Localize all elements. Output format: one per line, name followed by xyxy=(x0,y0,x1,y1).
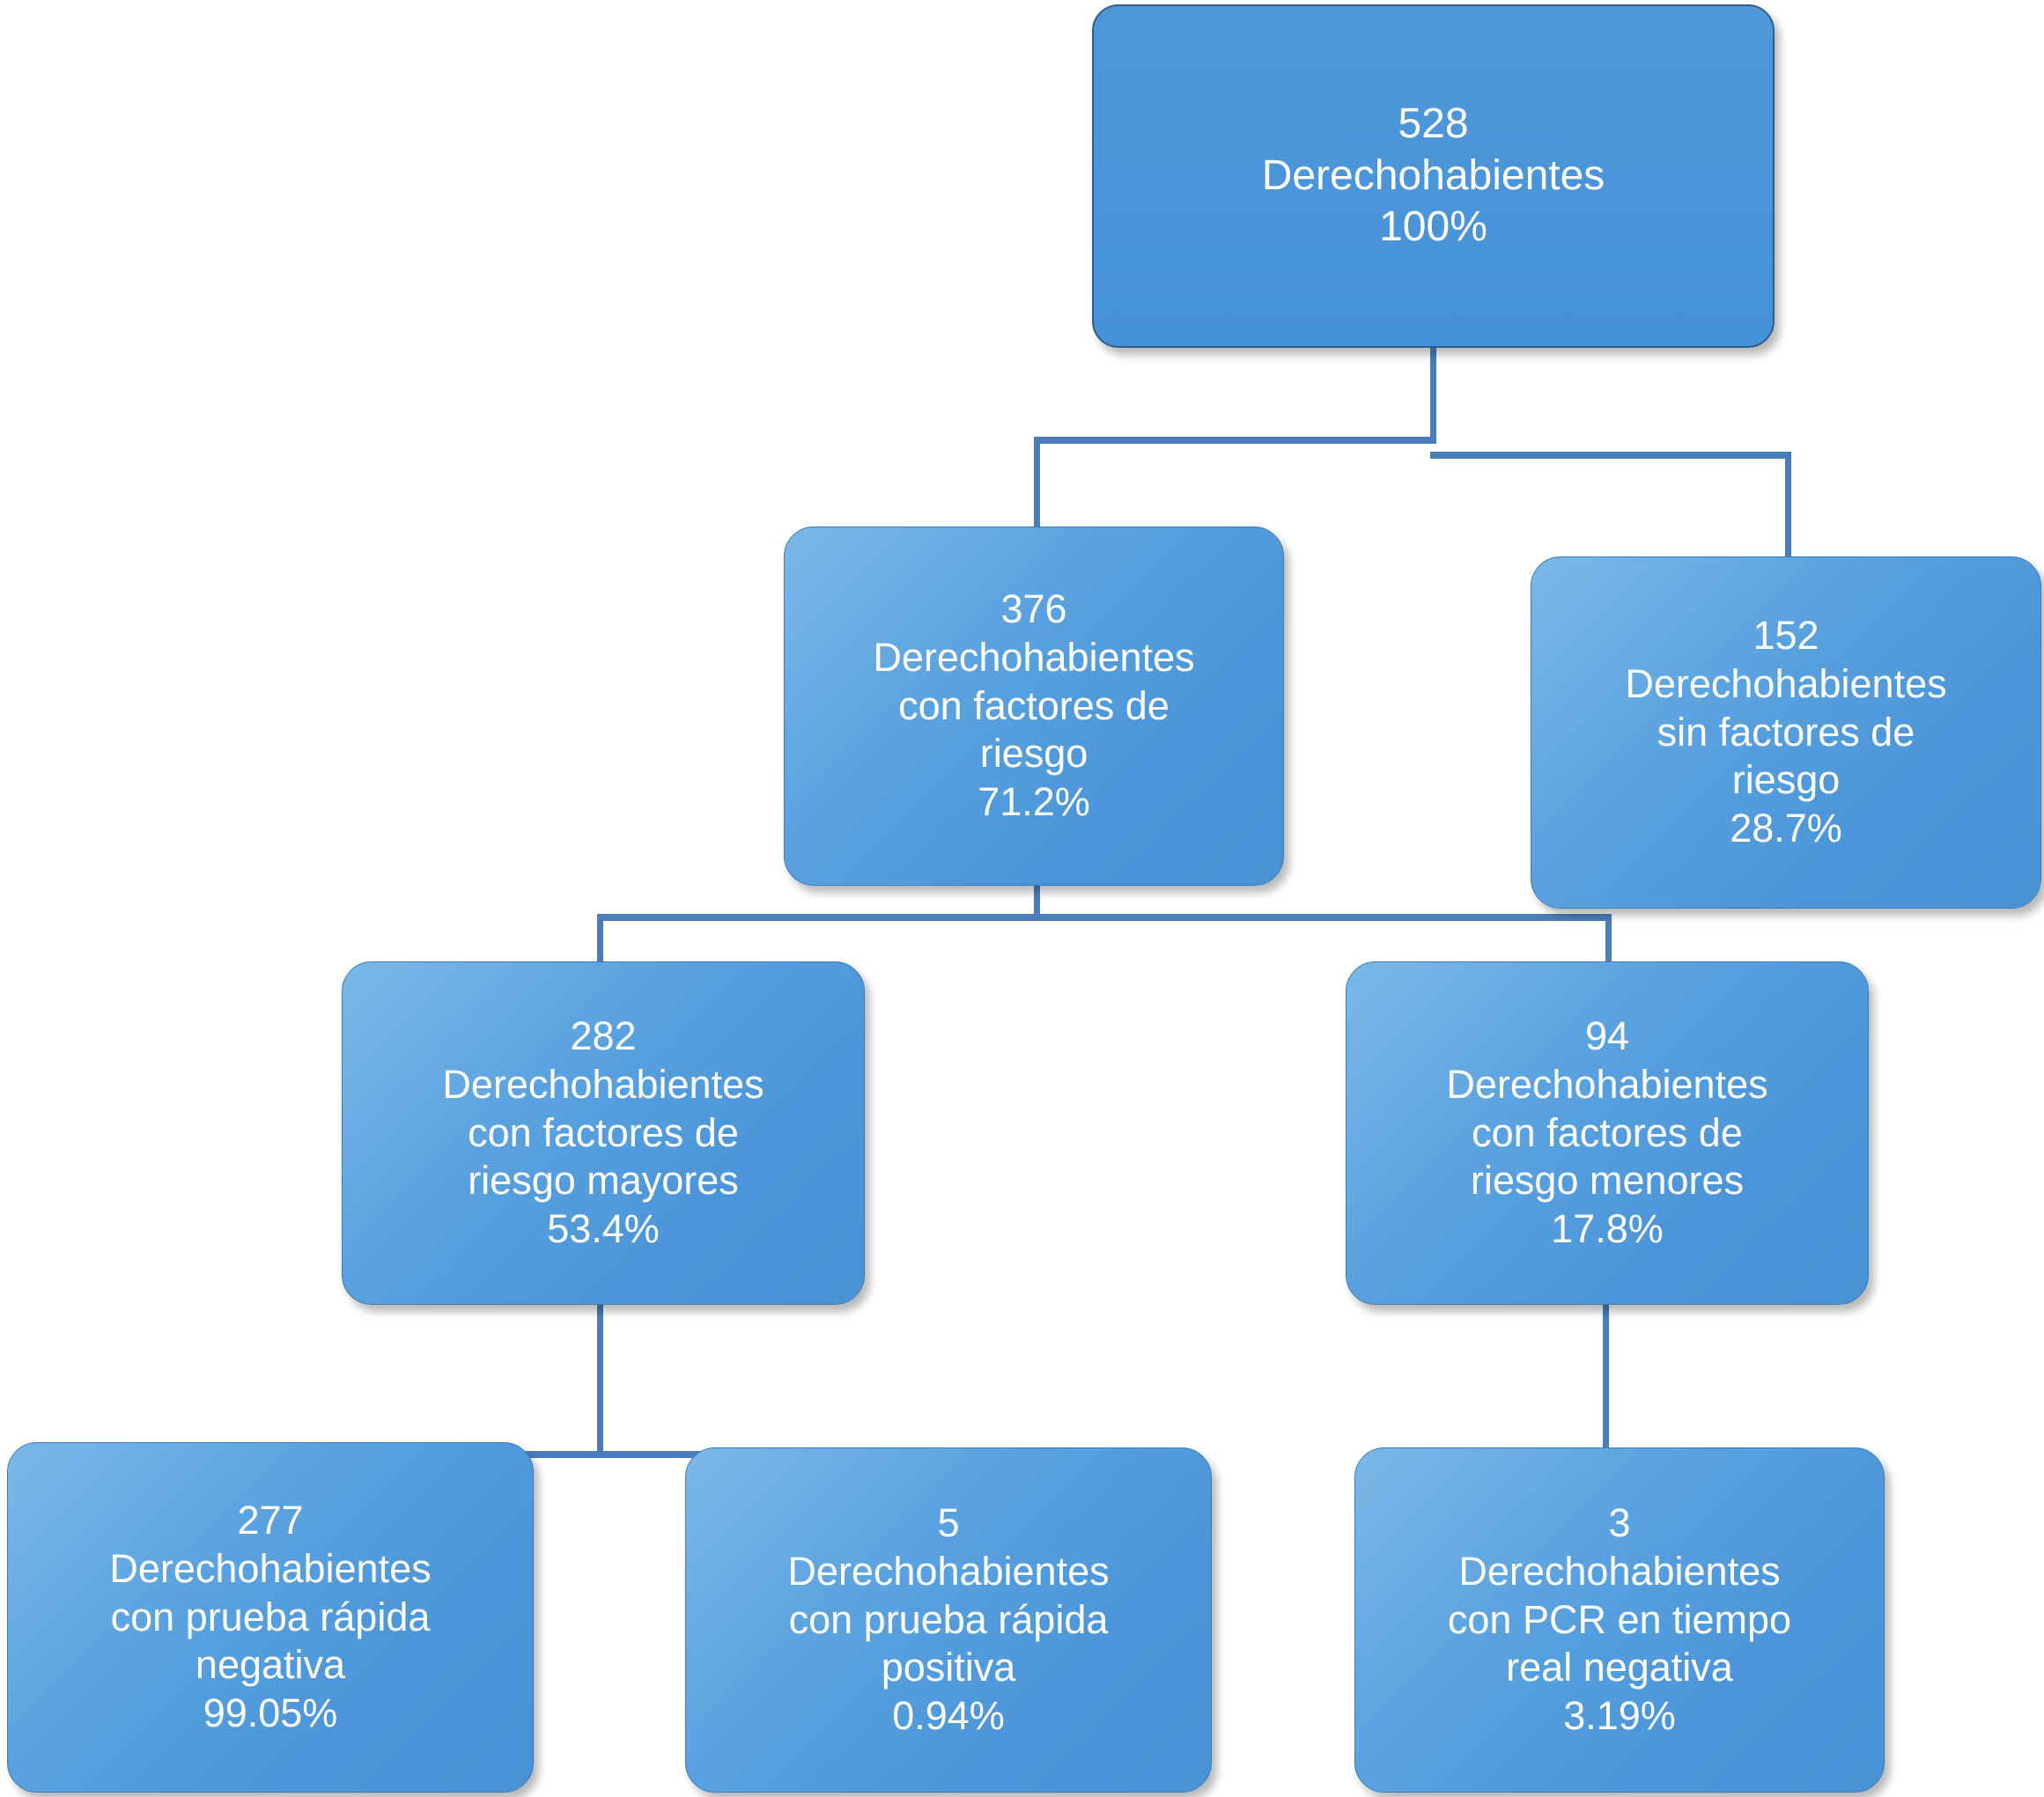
node-riesgo-menores-label: Derechohabientes xyxy=(1446,1061,1768,1107)
connector-level4-bus xyxy=(262,1451,941,1458)
node-con-factores-376[interactable]: 376 Derechohabientes con factores de rie… xyxy=(784,527,1284,886)
node-con-factores-label: Derechohabientes xyxy=(873,634,1195,680)
node-root-528[interactable]: 528 Derechohabientes 100% xyxy=(1092,4,1775,348)
node-riesgo-menores-count: 94 xyxy=(1584,1013,1630,1058)
connector-root-to-con-factores-v xyxy=(1034,437,1040,532)
node-con-factores-percent: 71.2% xyxy=(978,779,1090,825)
node-root-percent: 100% xyxy=(1379,203,1487,251)
node-riesgo-menores-detail: con factores de riesgo menores xyxy=(1470,1109,1745,1204)
node-con-factores-detail: con factores de riesgo xyxy=(898,682,1170,777)
node-prueba-rapida-positiva-count: 5 xyxy=(937,1499,960,1545)
connector-to-riesgo-mayores xyxy=(597,914,603,965)
connector-level3-bus xyxy=(597,914,1612,921)
node-sin-factores-percent: 28.7% xyxy=(1730,806,1842,851)
connector-root-drop xyxy=(1430,345,1436,444)
node-sin-factores-label: Derechohabientes xyxy=(1625,660,1947,706)
node-prueba-rapida-negativa-percent: 99.05% xyxy=(203,1690,338,1736)
node-riesgo-mayores-percent: 53.4% xyxy=(547,1206,660,1252)
node-prueba-rapida-positiva-detail: con prueba rápida positiva xyxy=(788,1596,1109,1690)
connector-root-to-sin-factores-v xyxy=(1785,452,1791,559)
node-pcr-percent: 3.19% xyxy=(1563,1693,1676,1739)
node-prueba-rapida-positiva-5[interactable]: 5 Derechohabientes con prueba rápida pos… xyxy=(685,1447,1212,1793)
node-prueba-rapida-negativa-277[interactable]: 277 Derechohabientes con prueba rápida n… xyxy=(7,1442,534,1793)
node-con-factores-count: 376 xyxy=(1000,585,1067,631)
node-pcr-label: Derechohabientes xyxy=(1458,1548,1781,1594)
node-prueba-rapida-positiva-percent: 0.94% xyxy=(892,1693,1005,1739)
node-riesgo-mayores-label: Derechohabientes xyxy=(442,1061,764,1107)
connector-riesgo-menores-to-pcr xyxy=(1603,1301,1609,1458)
node-prueba-rapida-negativa-detail: con prueba rápida negativa xyxy=(110,1594,431,1688)
node-prueba-rapida-negativa-count: 277 xyxy=(237,1497,304,1543)
node-pcr-tiempo-real-negativa-3[interactable]: 3 Derechohabientes con PCR en tiempo rea… xyxy=(1354,1447,1885,1793)
node-pcr-count: 3 xyxy=(1608,1499,1631,1545)
node-riesgo-menores-94[interactable]: 94 Derechohabientes con factores de ries… xyxy=(1346,961,1869,1305)
connector-root-to-sin-factores-h xyxy=(1430,452,1791,459)
node-prueba-rapida-positiva-label: Derechohabientes xyxy=(787,1548,1110,1594)
connector-con-factores-drop xyxy=(1034,882,1040,921)
node-sin-factores-152[interactable]: 152 Derechohabientes sin factores de rie… xyxy=(1531,556,2041,909)
node-prueba-rapida-negativa-label: Derechohabientes xyxy=(109,1545,432,1591)
node-root-label: Derechohabientes xyxy=(1261,151,1605,199)
connector-root-to-con-factores-h xyxy=(1034,437,1435,444)
node-root-count: 528 xyxy=(1398,100,1469,148)
connector-to-riesgo-menores xyxy=(1605,914,1612,965)
node-riesgo-mayores-detail: con factores de riesgo mayores xyxy=(468,1109,739,1204)
node-riesgo-mayores-282[interactable]: 282 Derechohabientes con factores de rie… xyxy=(342,961,865,1305)
node-pcr-detail: con PCR en tiempo real negativa xyxy=(1447,1596,1792,1690)
node-riesgo-mayores-count: 282 xyxy=(570,1013,637,1058)
node-sin-factores-detail: sin factores de riesgo xyxy=(1657,709,1915,803)
node-riesgo-menores-percent: 17.8% xyxy=(1551,1206,1664,1252)
node-sin-factores-count: 152 xyxy=(1753,612,1819,658)
connector-riesgo-mayores-drop xyxy=(597,1301,603,1456)
